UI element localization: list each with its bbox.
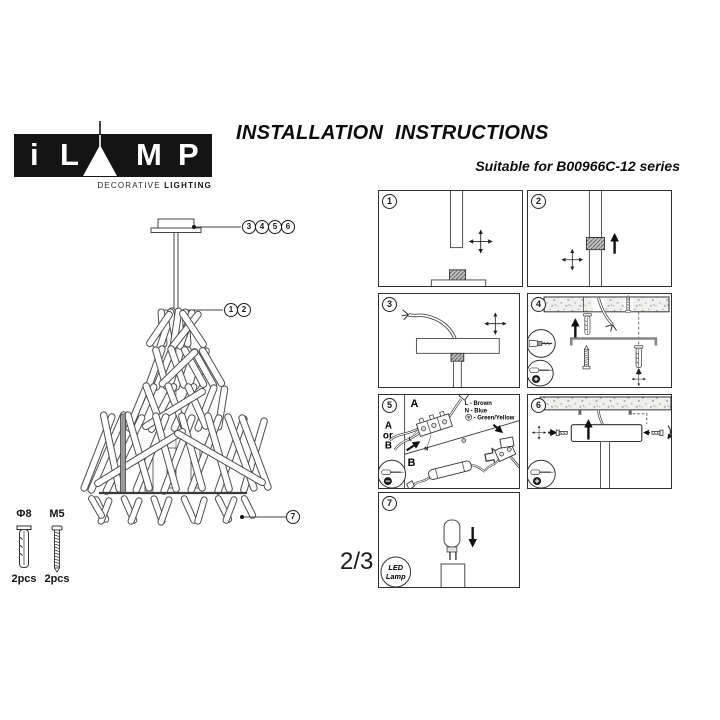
step-panel-7: 7 LED Lamp <box>378 492 520 588</box>
section-a-label: A <box>411 398 419 410</box>
page-title: INSTALLATION INSTRUCTIONS <box>236 122 549 144</box>
chandelier-tubes-fringe <box>88 495 257 526</box>
terminal-block-a <box>388 395 471 451</box>
screw-qty: 2pcs <box>44 573 70 585</box>
wire-l-label: L <box>409 437 413 443</box>
step-1-illustration <box>430 191 522 286</box>
step-7-number: 7 <box>382 496 397 511</box>
slot-icon <box>383 476 393 486</box>
screw-size-label: M5 <box>49 508 65 520</box>
step-2-illustration <box>528 191 619 286</box>
callout-5: 5 <box>268 220 282 234</box>
ilamp-logo: i L M P <box>14 121 212 177</box>
anchor-qty: 2pcs <box>11 573 37 585</box>
step-panel-6: 6 <box>527 394 672 489</box>
callout-2: 2 <box>237 303 251 317</box>
callout-group-7: 7 <box>286 510 300 524</box>
step-panel-1: 1 <box>378 190 523 287</box>
led-lamp-inset <box>380 556 412 587</box>
step-4-illustration <box>528 295 670 387</box>
logo-tagline: DECORATIVE LIGHTING <box>14 181 212 190</box>
step-6-number: 6 <box>531 398 546 413</box>
chandelier-tubes-lower <box>80 411 272 495</box>
assembled-connection <box>484 436 519 475</box>
step-panel-5: 5 A B A or B L - Brown N - Blue - Green/… <box>378 394 520 489</box>
inline-connector-b <box>406 460 486 488</box>
chandelier-diagram <box>80 218 286 526</box>
earth-symbol-icon <box>465 413 473 421</box>
chandelier-tubes-upper <box>125 307 229 433</box>
step-3-illustration <box>401 309 519 387</box>
choice-or: or <box>383 431 393 442</box>
wall-anchor-drawing <box>16 525 32 568</box>
step-5-number: 5 <box>382 398 397 413</box>
led-label: LED <box>388 563 403 572</box>
callout-3: 3 <box>242 220 256 234</box>
step-panel-3: 3 <box>378 293 520 388</box>
step-7-illustration: LED Lamp <box>380 519 477 587</box>
series-subtitle: Suitable for B00966C-12 series <box>475 158 680 174</box>
screw-drawing <box>51 525 63 573</box>
phillips-icon <box>532 476 542 486</box>
choice-a: A <box>385 421 392 432</box>
lampshade-icon <box>83 121 117 176</box>
phillips-icon <box>531 374 541 384</box>
callout-group-3456: 3 4 5 6 <box>242 220 295 234</box>
callout-4: 4 <box>255 220 269 234</box>
legend-earth: - Green/Yellow <box>474 416 515 422</box>
anchor-size-label: Φ8 <box>16 508 32 520</box>
choice-b: B <box>385 440 392 451</box>
screwdriver-inset <box>528 359 554 387</box>
legend-neutral: N - Blue <box>465 408 488 414</box>
step-panel-4: 4 <box>527 293 672 388</box>
logo-letter-l: L <box>60 137 80 172</box>
logo-letter-p: P <box>178 137 200 172</box>
step-panel-2: 2 <box>527 190 672 287</box>
callout-group-12: 1 2 <box>224 303 251 317</box>
wire-n-label: N <box>424 446 428 452</box>
step-2-number: 2 <box>531 194 546 209</box>
callout-1: 1 <box>224 303 238 317</box>
callout-6: 6 <box>281 220 295 234</box>
step-4-number: 4 <box>531 297 546 312</box>
tagline-light: DECORATIVE <box>97 181 165 190</box>
page-number: 2/3 <box>340 548 374 575</box>
step-6-illustration <box>528 396 671 488</box>
callout-anchor-dot <box>192 225 196 229</box>
logo-letter-i: i <box>30 137 40 172</box>
callout-7: 7 <box>286 510 300 524</box>
step-1-number: 1 <box>382 194 397 209</box>
logo-letter-m: M <box>136 137 163 172</box>
lamp-label: Lamp <box>386 572 406 581</box>
tagline-bold: LIGHTING <box>164 181 212 190</box>
legend-live: L - Brown <box>465 401 492 407</box>
step-5-illustration: A B A or B L - Brown N - Blue - Green/Ye… <box>379 395 519 488</box>
section-b-label: B <box>408 457 416 469</box>
step-3-number: 3 <box>382 297 397 312</box>
